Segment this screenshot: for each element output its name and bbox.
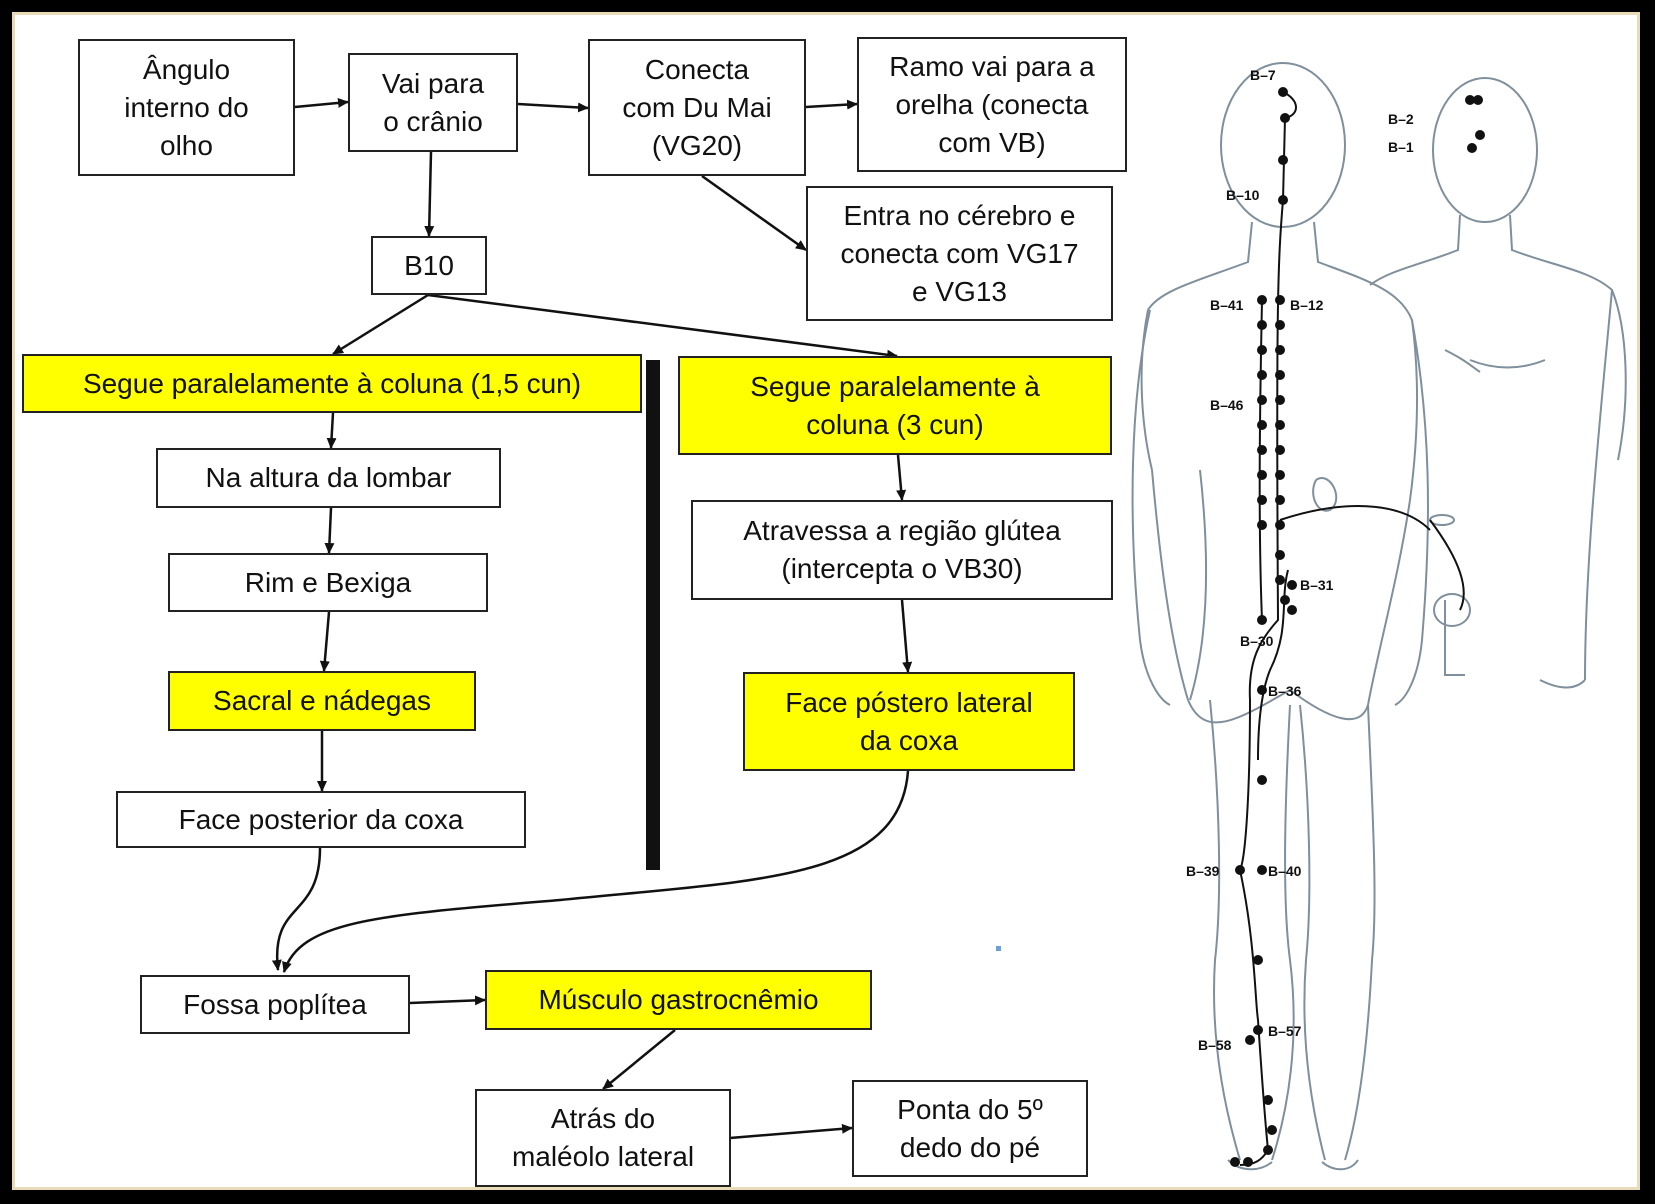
label-b58: B–58 [1198, 1037, 1232, 1053]
node-entra-cerebro: Entra no cérebro e conecta com VG17 e VG… [806, 186, 1113, 321]
bladder-meridian-path [1238, 91, 1465, 1166]
arrow-b10-to-segue-15 [332, 293, 429, 356]
node-musculo-gastrocnemio: Músculo gastrocnêmio [485, 970, 872, 1030]
arrow-face-postero-to-fossa [282, 770, 910, 973]
label-b10: B–10 [1226, 187, 1260, 203]
arrow-segue-3-to-glutea [896, 454, 907, 501]
arrow-glutea-to-face-postero [900, 599, 913, 673]
node-altura-lombar: Na altura da lombar [156, 448, 501, 508]
label-b40: B–40 [1268, 863, 1302, 879]
node-segue-coluna-1-5-cun: Segue paralelamente à coluna (1,5 cun) [22, 354, 642, 413]
label-b36: B–36 [1268, 683, 1302, 699]
label-b41: B–41 [1210, 297, 1244, 313]
node-b10: B10 [371, 236, 487, 295]
front-body-outline [1369, 77, 1627, 689]
arrow-maleolo-to-ponta [729, 1123, 853, 1140]
label-b46: B–46 [1210, 397, 1244, 413]
stray-dot [996, 946, 1001, 951]
arrow-cranio-to-du-mai [517, 102, 589, 113]
node-conecta-du-mai: Conecta com Du Mai (VG20) [588, 39, 806, 176]
label-b57: B–57 [1268, 1023, 1302, 1039]
node-ponta-5-dedo: Ponta do 5º dedo do pé [852, 1080, 1088, 1177]
node-atravessa-regiao-glutea: Atravessa a região glútea (intercepta o … [691, 500, 1113, 600]
arrow-b10-to-segue-3 [427, 293, 898, 360]
arrow-fossa-to-gastro [409, 995, 486, 1006]
arrow-gastro-to-maleolo [602, 1029, 676, 1090]
acupoints [1230, 87, 1485, 1167]
arrow-rim-to-sacral [319, 611, 331, 672]
label-b12: B–12 [1290, 297, 1324, 313]
node-fossa-poplitea: Fossa poplítea [140, 975, 410, 1034]
node-face-posterior-coxa: Face posterior da coxa [116, 791, 526, 848]
label-b1: B–1 [1388, 139, 1414, 155]
arrow-face-posterior-to-fossa [271, 847, 322, 971]
arrow-angulo-to-cranio [294, 97, 349, 109]
label-b7: B–7 [1250, 67, 1276, 83]
vertical-divider-bar [646, 360, 660, 870]
node-face-postero-lateral-coxa: Face póstero lateral da coxa [743, 672, 1075, 771]
arrow-cranio-to-b10 [424, 151, 435, 237]
node-segue-coluna-3-cun: Segue paralelamente à coluna (3 cun) [678, 356, 1112, 455]
point-labels: B–7 B–2 B–1 B–10 B–41 B–12 B–46 B–31 B–3… [1186, 67, 1414, 1053]
node-ramo-orelha: Ramo vai para a orelha (conecta com VB) [857, 37, 1127, 172]
label-b31: B–31 [1300, 577, 1334, 593]
arrow-segue-15-to-lombar [326, 412, 337, 449]
back-body-outline [1131, 62, 1429, 1171]
node-rim-bexiga: Rim e Bexiga [168, 553, 488, 612]
arrow-du-mai-to-cerebro [701, 174, 807, 252]
arrow-du-mai-to-orelha [805, 99, 858, 110]
label-b30: B–30 [1240, 633, 1274, 649]
node-angulo-interno-olho: Ângulo interno do olho [78, 39, 295, 176]
label-b2: B–2 [1388, 111, 1414, 127]
label-b39: B–39 [1186, 863, 1220, 879]
node-vai-para-cranio: Vai para o crânio [348, 53, 518, 152]
node-atras-maleolo-lateral: Atrás do maléolo lateral [475, 1089, 731, 1187]
node-sacral-nadegas: Sacral e nádegas [168, 671, 476, 731]
arrow-lombar-to-rim [324, 507, 335, 554]
